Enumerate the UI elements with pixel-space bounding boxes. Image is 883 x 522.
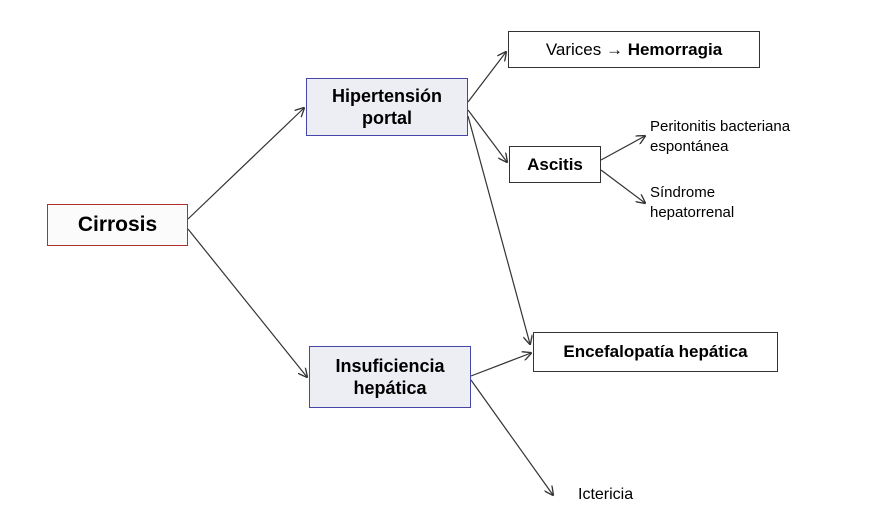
ictericia-label: Ictericia — [578, 486, 634, 503]
insuficiencia-hepatica-line2: hepática — [353, 378, 427, 398]
cirrosis-box: Cirrosis — [47, 204, 188, 246]
varices-box: Varices → Hemorragia — [508, 31, 760, 68]
hemorragia-label: Hemorragia — [627, 39, 723, 59]
encefalopatia-label: Encefalopatía hepática — [563, 342, 748, 362]
arrow-cirrosis-to-insuficiencia — [187, 228, 307, 377]
cirrosis-label: Cirrosis — [77, 212, 158, 236]
arrow-ascitis-to-peritonitis — [600, 136, 645, 161]
varices-label: Varices → — [545, 39, 623, 59]
hipertension-portal-box: Hipertensión portal — [306, 78, 468, 136]
sindrome-line1: Síndrome — [650, 184, 716, 201]
arrow-insuficiencia-to-ictericia — [470, 379, 553, 495]
ascitis-box: Ascitis — [509, 146, 601, 183]
peritonitis-text: Peritonitis bacteriana espontánea — [650, 117, 790, 156]
sindrome-hepatorrenal-text: Síndrome hepatorrenal — [650, 183, 734, 222]
ictericia-text: Ictericia — [578, 485, 633, 506]
arrow-hipertension-to-ascitis — [467, 109, 507, 162]
arrow-hipertension-to-varices — [467, 52, 506, 103]
hipertension-portal-line2: portal — [361, 108, 412, 128]
arrow-insuficiencia-to-encefalopatia — [470, 353, 531, 377]
peritonitis-line1: Peritonitis bacteriana — [650, 118, 791, 135]
insuficiencia-hepatica-box: Insuficiencia hepática — [309, 346, 471, 408]
arrow-ascitis-to-sindrome — [600, 169, 645, 203]
peritonitis-line2: espontánea — [650, 137, 729, 155]
encefalopatia-box: Encefalopatía hepática — [533, 332, 778, 372]
arrow-cirrosis-to-hipertension — [187, 108, 304, 220]
arrow-hipertension-to-encefalopatia — [467, 115, 530, 344]
hipertension-portal-line1: Hipertensión — [331, 85, 442, 106]
sindrome-line2: hepatorrenal — [650, 203, 735, 221]
insuficiencia-hepatica-line1: Insuficiencia — [335, 355, 445, 376]
ascitis-label: Ascitis — [527, 154, 583, 174]
